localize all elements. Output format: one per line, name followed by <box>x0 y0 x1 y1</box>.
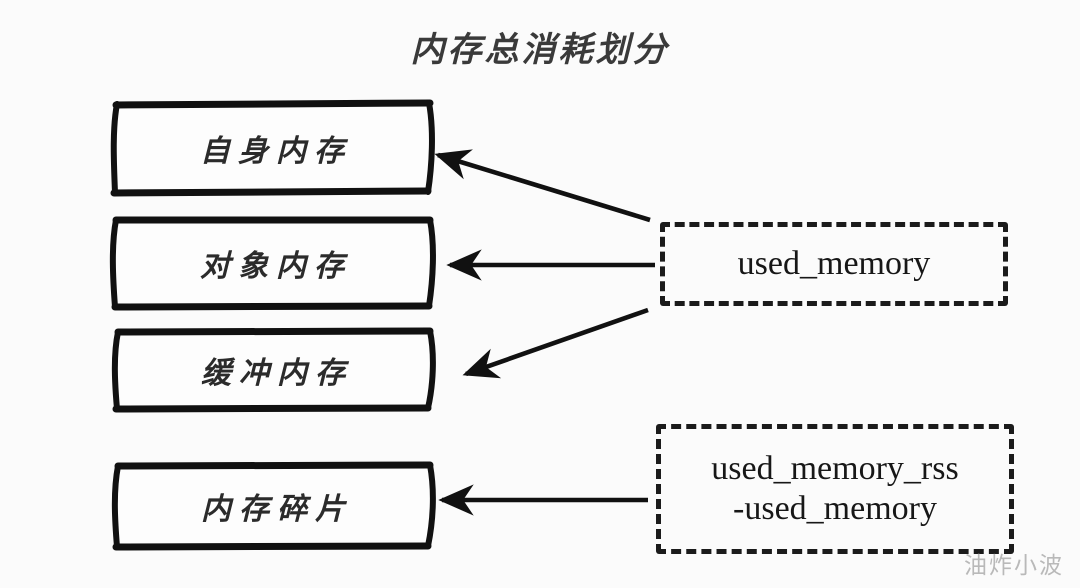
memory-box-object: 对象内存 <box>109 216 436 311</box>
memory-box-fragment: 内存碎片 <box>111 461 436 551</box>
memory-box-label: 对象内存 <box>200 249 352 284</box>
metric-label-line1: used_memory_rss <box>711 449 959 487</box>
hand-drawn-rect-icon <box>109 216 436 311</box>
metric-label-line2: -used_memory <box>733 490 937 527</box>
watermark: 油炸小波 <box>964 553 1064 579</box>
hand-drawn-rect-icon <box>111 461 436 551</box>
hand-drawn-rect-icon <box>110 99 435 197</box>
memory-box-buffer: 缓冲内存 <box>111 327 436 413</box>
metric-box-used-memory-rss-diff: used_memory_rss -used_memory <box>656 424 1014 554</box>
memory-box-label: 内存碎片 <box>201 492 353 527</box>
memory-box-label: 缓冲内存 <box>201 356 353 391</box>
memory-box-self: 自身内存 <box>110 99 435 197</box>
hand-drawn-rect-icon <box>111 327 436 413</box>
arrow-used-memory-to-buffer <box>462 307 649 379</box>
page-title: 内存总消耗划分 <box>410 30 670 70</box>
memory-box-label: 自身内存 <box>200 134 352 169</box>
metric-box-used-memory: used_memory <box>660 222 1008 306</box>
arrow-used-memory-to-self <box>434 149 651 223</box>
metric-label: used_memory <box>737 244 931 282</box>
